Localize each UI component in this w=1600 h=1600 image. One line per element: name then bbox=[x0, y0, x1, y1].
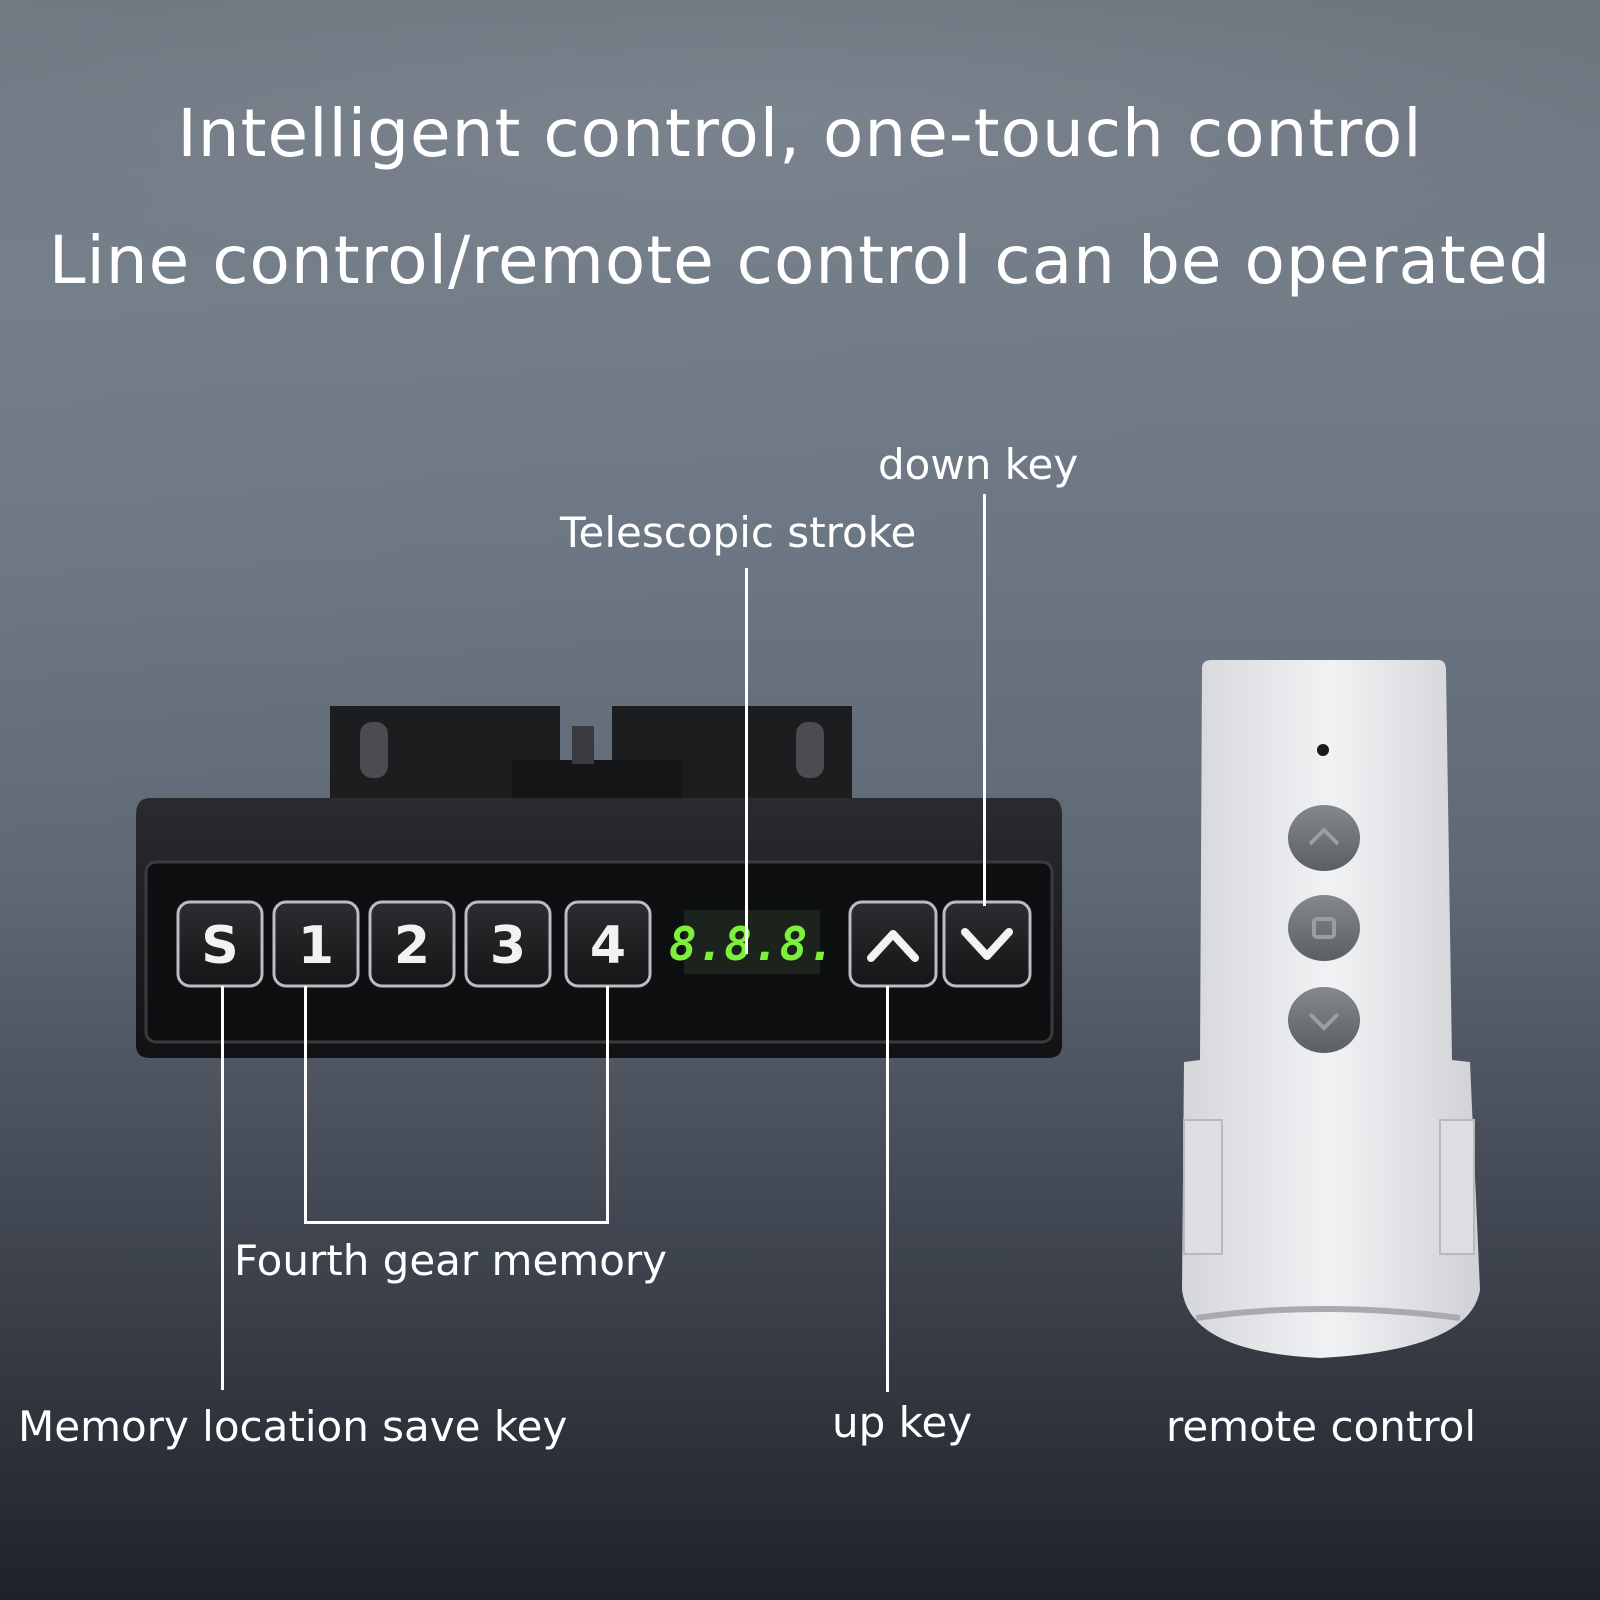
leader-down-key bbox=[983, 494, 986, 906]
mounting-bracket bbox=[330, 706, 852, 800]
label-memory-location-save-key: Memory location save key bbox=[18, 1402, 568, 1451]
key-1: 1 bbox=[298, 916, 334, 976]
remote-indicator-led bbox=[1317, 744, 1329, 756]
leader-fourth-gear-left bbox=[304, 986, 307, 1224]
remote-control bbox=[1182, 660, 1480, 1358]
down-arrow-icon bbox=[1308, 1012, 1340, 1031]
memory-keys: S 1 2 3 4 bbox=[176, 900, 652, 988]
label-remote-control: remote control bbox=[1166, 1402, 1477, 1451]
display-digits: 8.8.8. bbox=[669, 917, 835, 971]
label-up-key: up key bbox=[832, 1398, 973, 1447]
label-down-key: down key bbox=[878, 440, 1079, 489]
remote-stop-button bbox=[1288, 895, 1360, 961]
key-s: S bbox=[201, 916, 238, 976]
chevron-down-icon bbox=[961, 928, 1013, 960]
headline-line-2: Line control/remote control can be opera… bbox=[48, 222, 1552, 299]
key-3: 3 bbox=[490, 916, 526, 976]
remote-down-button bbox=[1288, 987, 1360, 1053]
chevron-up-icon bbox=[867, 930, 919, 962]
leader-save-key bbox=[221, 986, 224, 1390]
up-arrow-icon bbox=[1308, 827, 1340, 846]
stroke-display: 8.8.8. bbox=[669, 910, 835, 974]
leader-fourth-gear-right bbox=[606, 986, 609, 1224]
label-fourth-gear-memory: Fourth gear memory bbox=[234, 1236, 668, 1285]
leader-up-key bbox=[886, 986, 889, 1392]
headline-line-1: Intelligent control, one-touch control bbox=[177, 95, 1423, 172]
leader-telescopic-stroke bbox=[745, 568, 748, 954]
stop-square-icon bbox=[1312, 917, 1336, 939]
key-4: 4 bbox=[590, 916, 626, 976]
remote-up-button bbox=[1288, 805, 1360, 871]
up-down-keys bbox=[848, 900, 1032, 988]
label-telescopic-stroke: Telescopic stroke bbox=[560, 508, 917, 557]
leader-fourth-gear-bar bbox=[304, 1221, 609, 1224]
key-2: 2 bbox=[394, 916, 430, 976]
